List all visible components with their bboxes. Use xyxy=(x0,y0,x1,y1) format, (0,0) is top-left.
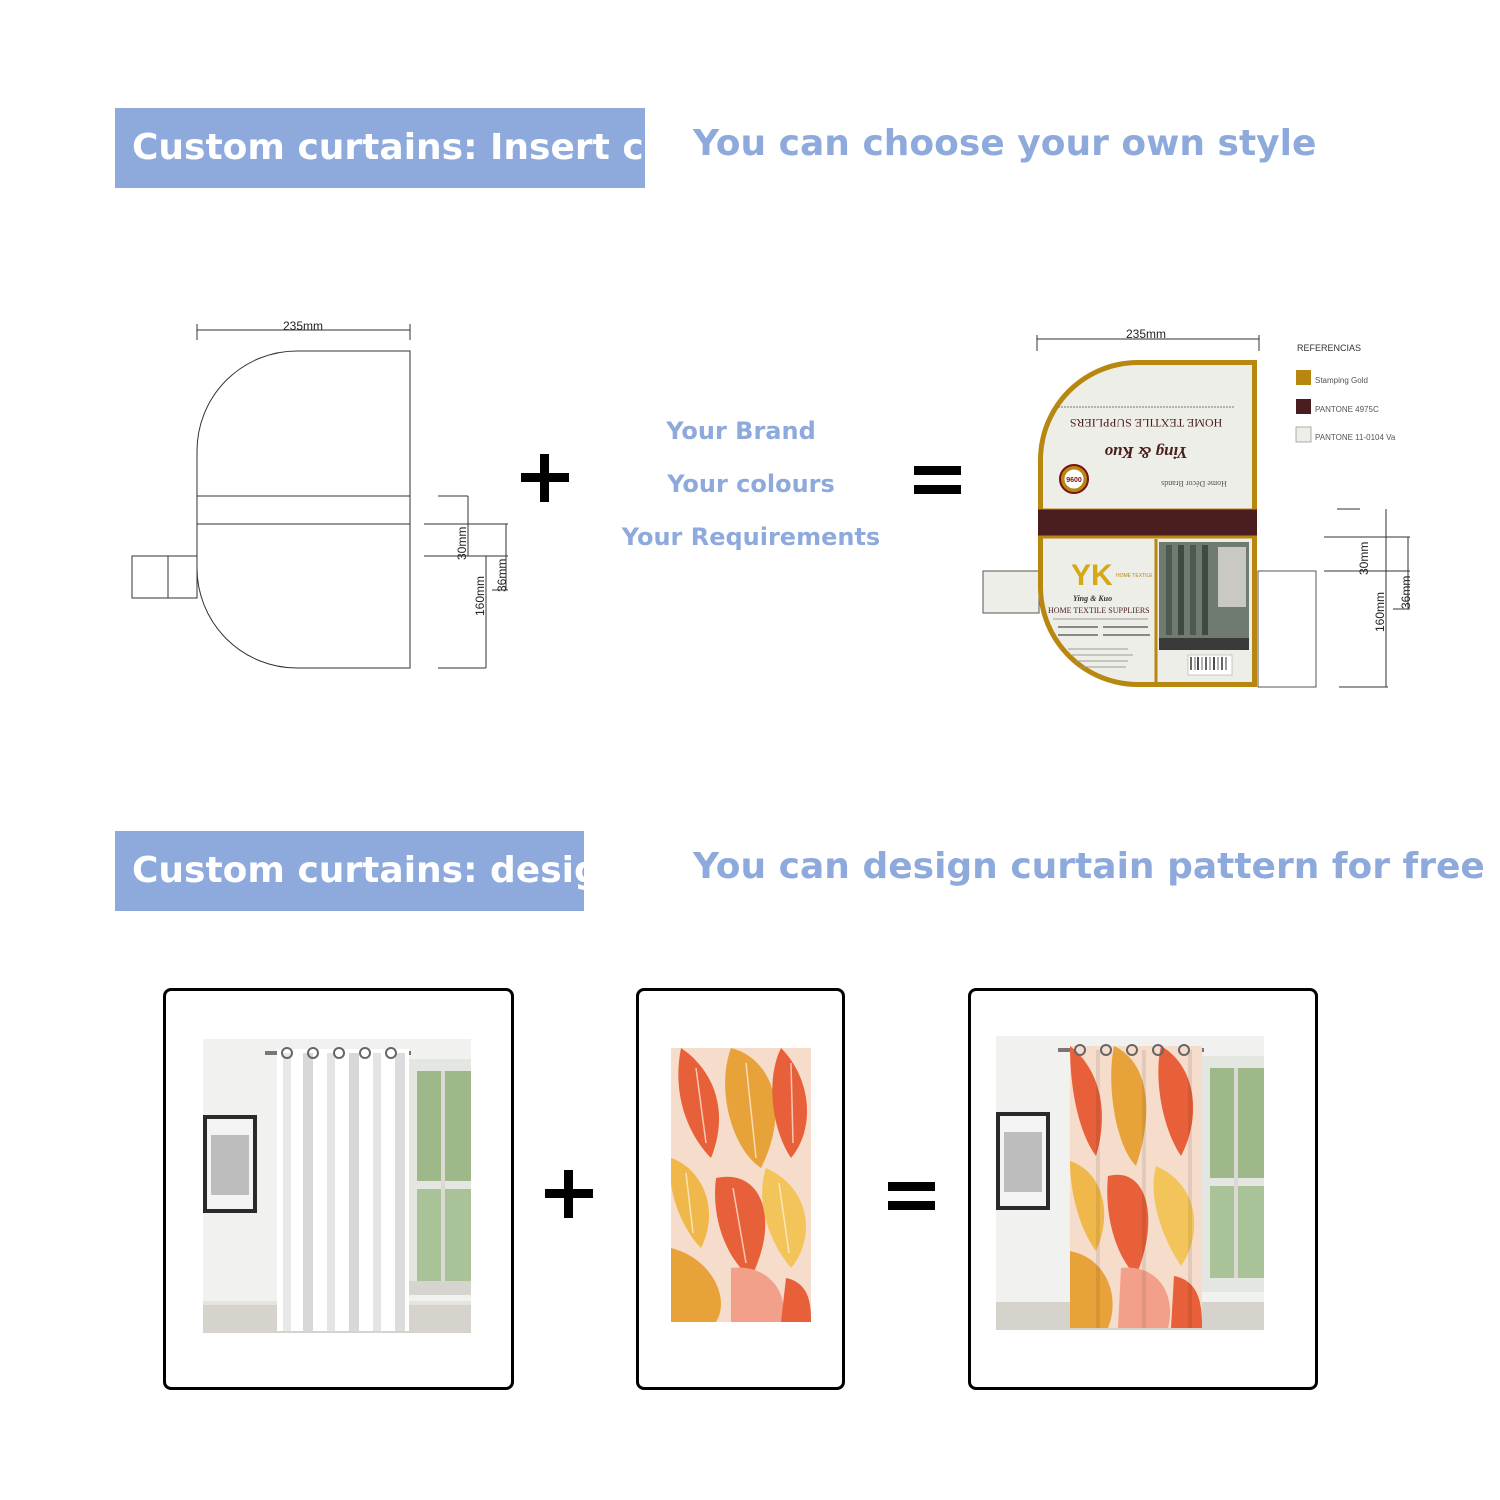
ref-label-gold: Stamping Gold xyxy=(1315,376,1368,385)
card-brand-front: Ying & Kuo xyxy=(1073,594,1112,603)
references-title: REFERENCIAS xyxy=(1297,343,1361,353)
insert-card-banner: Custom curtains: Insert card xyxy=(115,108,712,188)
sample-width-label: 235mm xyxy=(1126,327,1166,341)
card-tagline-inverted: Home Décor Brands xyxy=(1161,479,1227,488)
feature-requirements: Your Requirements xyxy=(621,523,881,551)
card-logo-sub: HOME TEXTILE xyxy=(1116,573,1153,579)
template-36mm-label: 36mm xyxy=(495,559,509,592)
patterned-curtain-image xyxy=(996,1036,1264,1330)
card-company-inverted: HOME TEXTILE SUPPLIERS xyxy=(1070,416,1222,430)
template-width-label: 235mm xyxy=(283,319,323,333)
design-banner: Custom curtains: design xyxy=(115,831,625,911)
printed-card-sample: 235mm Ying & Kuo HOME TEXTILE SUPPLIERS … xyxy=(982,327,1413,688)
sample-36mm-label: 36mm xyxy=(1399,576,1413,609)
ref-label-cream: PANTONE 11-0104 Va xyxy=(1315,433,1396,442)
template-30mm-label: 30mm xyxy=(455,527,469,560)
sample-160mm-label: 160mm xyxy=(1373,592,1387,632)
ref-label-brown: PANTONE 4975C xyxy=(1315,405,1379,414)
card-company-front: HOME TEXTILE SUPPLIERS xyxy=(1048,606,1150,615)
pattern-frame xyxy=(636,988,845,1390)
design-banner-text: Custom curtains: design xyxy=(132,850,626,891)
swatch-gold xyxy=(1296,370,1311,385)
badge-value: 9600 xyxy=(1066,477,1082,484)
insert-card-banner-text: Custom curtains: Insert card xyxy=(132,127,712,168)
plus-operator-2 xyxy=(545,1170,593,1218)
feature-brand: Your Brand xyxy=(666,417,816,445)
insert-card-tagline: You can choose your own style xyxy=(693,123,1317,164)
swatch-brown xyxy=(1296,399,1311,414)
card-logo-letters: YK xyxy=(1071,559,1113,592)
plain-curtain-image xyxy=(203,1039,471,1333)
equals-operator-2 xyxy=(888,1182,935,1210)
result-curtain-frame xyxy=(968,988,1318,1390)
plain-curtain-frame xyxy=(163,988,514,1390)
equals-operator-1 xyxy=(914,466,961,494)
sample-30mm-label: 30mm xyxy=(1357,542,1371,575)
card-brand-inverted: Ying & Kuo xyxy=(1104,443,1187,462)
swatch-cream xyxy=(1295,426,1312,443)
feature-colours: Your colours xyxy=(667,470,835,498)
template-160mm-label: 160mm xyxy=(473,576,487,616)
card-template-drawing: 235mm 30mm 36mm 160mm xyxy=(131,319,509,669)
leaf-pattern-image xyxy=(671,1048,811,1322)
plus-operator-1 xyxy=(521,454,569,502)
design-tagline: You can design curtain pattern for free xyxy=(693,846,1485,887)
